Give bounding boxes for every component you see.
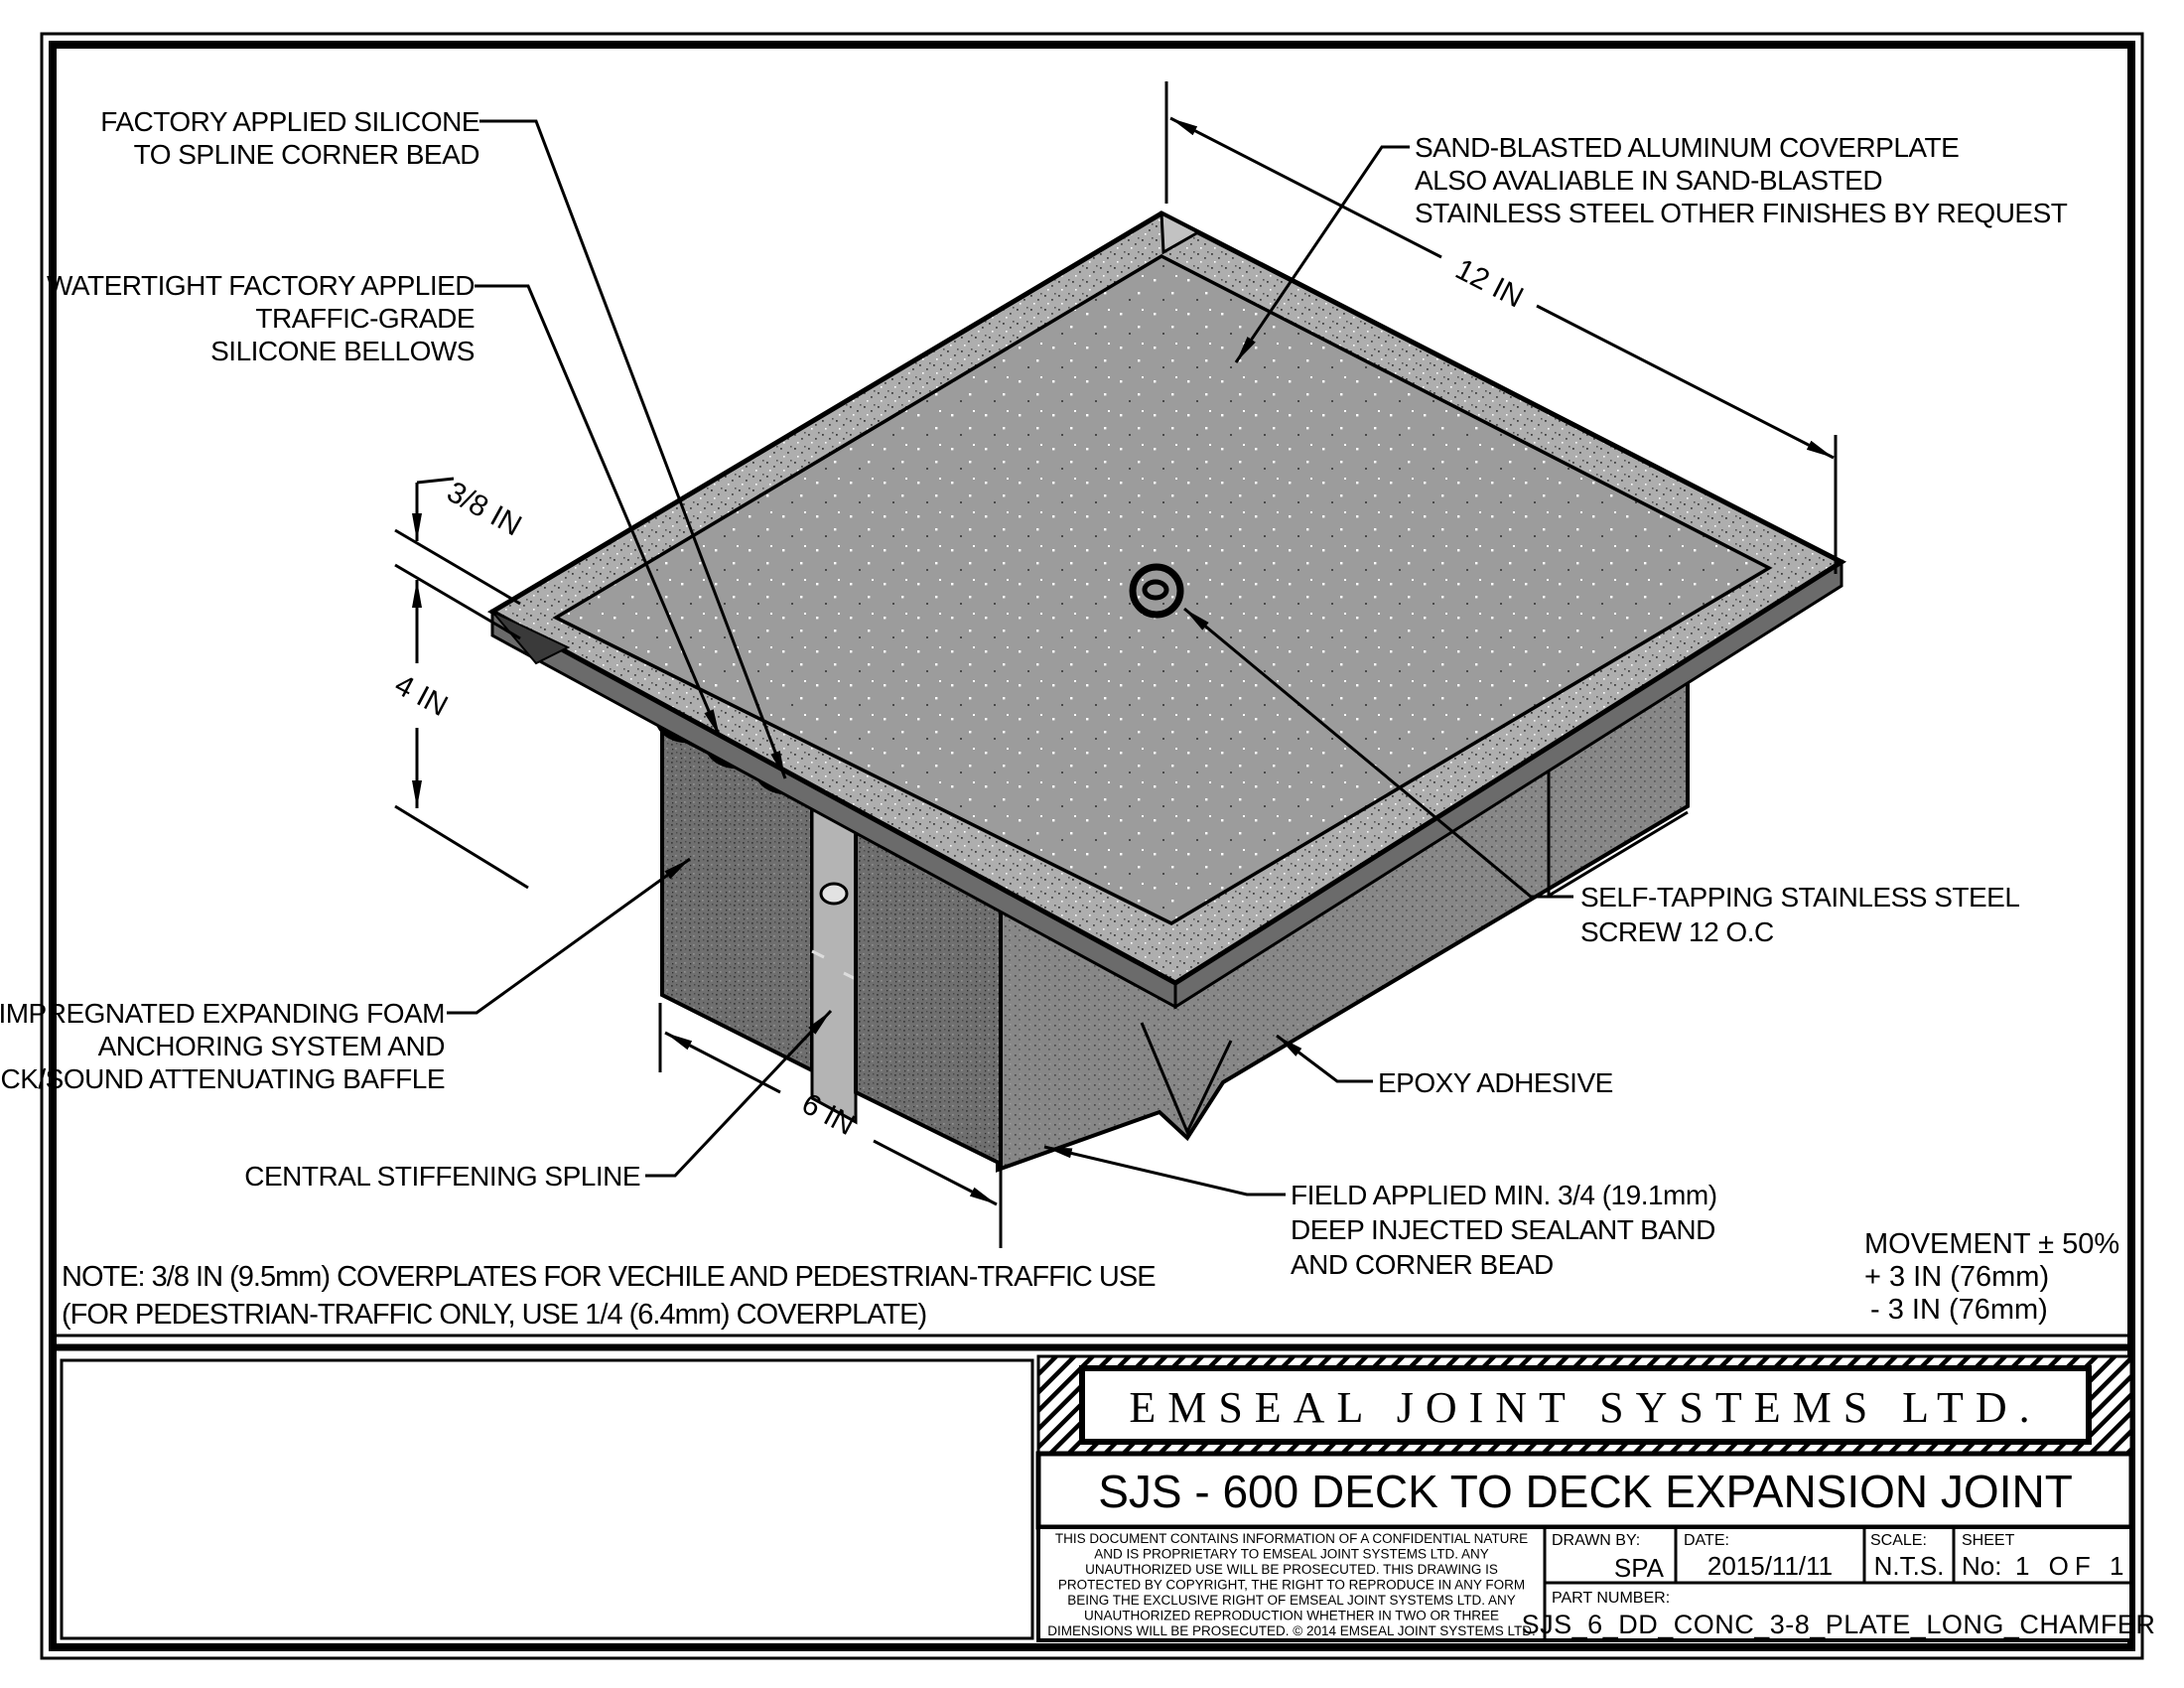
label-bellows: WATERTIGHT FACTORY APPLIED: [47, 270, 475, 301]
leader-bellows: [475, 284, 722, 738]
leader-spline: [645, 1009, 833, 1178]
legal-line: THIS DOCUMENT CONTAINS INFORMATION OF A …: [1055, 1531, 1528, 1546]
sheet-label: SHEET: [1962, 1532, 2015, 1549]
leader-lines: [447, 119, 1573, 1196]
sheet-title: SJS - 600 DECK TO DECK EXPANSION JOINT: [1098, 1466, 2073, 1517]
label-spline: CENTRAL STIFFENING SPLINE: [244, 1161, 640, 1192]
legal-line: UNAUTHORIZED REPRODUCTION WHETHER IN TWO…: [1084, 1609, 1499, 1623]
note-text: (FOR PEDESTRIAN-TRAFFIC ONLY, USE 1/4 (6…: [62, 1299, 926, 1331]
legal-line: BEING THE EXCLUSIVE RIGHT OF EMSEAL JOIN…: [1067, 1593, 1516, 1608]
revision-box: [60, 1358, 1034, 1640]
sheet-title-bar: SJS - 600 DECK TO DECK EXPANSION JOINT: [1035, 1451, 2134, 1530]
label-foam: IMPREGNATED EXPANDING FOAM: [0, 998, 445, 1029]
drawn-by-label: DRAWN BY:: [1552, 1532, 1640, 1549]
bellows-scallops-left: [654, 703, 813, 795]
leader-screw: [1183, 607, 1573, 899]
label-sealant: DEEP INJECTED SEALANT BAND: [1291, 1214, 1715, 1245]
title-block-grid: [1036, 1525, 2133, 1642]
label-factory-silicone: FACTORY APPLIED SILICONE: [100, 106, 479, 137]
sheet-no-value: 1 OF 1: [2015, 1551, 2129, 1581]
date-label: DATE:: [1684, 1532, 1729, 1549]
isometric-view: [486, 211, 1847, 1173]
annotations: FACTORY APPLIED SILICONE TO SPLINE CORNE…: [0, 106, 2119, 1331]
sealant-v-notch: [1140, 1022, 1233, 1136]
label-coverplate: STAINLESS STEEL OTHER FINISHES BY REQUES…: [1415, 198, 2068, 228]
label-coverplate: ALSO AVALIABLE IN SAND-BLASTED: [1415, 165, 1882, 196]
leader-factory-silicone: [479, 119, 787, 779]
dim-label: 3/8 IN: [442, 476, 527, 543]
date-value: 2015/11/11: [1707, 1551, 1833, 1581]
leader-foam: [447, 857, 691, 1015]
dim-label: 4 IN: [389, 668, 453, 723]
label-screw: SELF-TAPPING STAINLESS STEEL: [1580, 882, 2019, 913]
page-border: [40, 32, 2144, 1660]
label-sealant: FIELD APPLIED MIN. 3/4 (19.1mm): [1291, 1180, 1717, 1210]
label-movement: MOVEMENT ± 50%: [1864, 1228, 2119, 1260]
screw-head-icon: [1129, 563, 1184, 619]
coverplate-apex-facet: [1160, 211, 1202, 255]
label-bellows: TRAFFIC-GRADE: [255, 303, 475, 334]
label-movement: + 3 IN (76mm): [1864, 1261, 2049, 1293]
coverplate-tip-beak: [491, 611, 571, 665]
scale-value: N.T.S.: [1874, 1551, 1945, 1581]
legal-line: DIMENSIONS WILL BE PROSECUTED. © 2014 EM…: [1047, 1623, 1536, 1638]
label-factory-silicone: TO SPLINE CORNER BEAD: [134, 139, 479, 170]
label-coverplate: SAND-BLASTED ALUMINUM COVERPLATE: [1415, 132, 1959, 163]
leader-epoxy: [1276, 1034, 1373, 1083]
leader-sealant: [1043, 1145, 1286, 1196]
label-bellows: SILICONE BELLOWS: [210, 336, 475, 366]
part-number-label: PART NUMBER:: [1552, 1590, 1670, 1607]
label-foam: SHOCK/SOUND ATTENUATING BAFFLE: [0, 1063, 445, 1094]
label-epoxy: EPOXY ADHESIVE: [1378, 1067, 1613, 1098]
dim-label: 12 IN: [1450, 253, 1529, 315]
coverplate: [486, 211, 1847, 1010]
note-text: NOTE: 3/8 IN (9.5mm) COVERPLATES FOR VEC…: [62, 1261, 1156, 1293]
company-banner: EMSEAL JOINT SYSTEMS LTD.: [1036, 1354, 2133, 1456]
company-name: EMSEAL JOINT SYSTEMS LTD.: [1129, 1383, 2041, 1432]
part-number-value: SJS_6_DD_CONC_3-8_PLATE_LONG_CHAMFER: [1522, 1610, 2156, 1639]
drawn-by-value: SPA: [1614, 1553, 1665, 1583]
legal-line: AND IS PROPRIETARY TO EMSEAL JOINT SYSTE…: [1094, 1547, 1489, 1562]
label-movement: - 3 IN (76mm): [1870, 1294, 2048, 1326]
legal-text: THIS DOCUMENT CONTAINS INFORMATION OF A …: [1047, 1531, 1536, 1638]
dimensions: 3/8 IN 4 IN 12 IN 6 IN: [389, 81, 1838, 1248]
legal-line: UNAUTHORIZED USE WILL BE PROSECUTED. THI…: [1085, 1562, 1498, 1577]
title-block-fields: DRAWN BY: SPA DATE: 2015/11/11 SCALE: N.…: [1522, 1532, 2156, 1639]
sheet-no-label: No:: [1962, 1551, 2001, 1581]
title-block: EMSEAL JOINT SYSTEMS LTD. SJS - 600 DECK…: [53, 1334, 2156, 1642]
legal-line: PROTECTED BY COPYRIGHT, THE RIGHT TO REP…: [1058, 1578, 1525, 1593]
label-screw: SCREW 12 O.C: [1580, 916, 1774, 947]
screw-recess: [1142, 579, 1169, 601]
label-foam: ANCHORING SYSTEM AND: [98, 1031, 445, 1061]
label-sealant: AND CORNER BEAD: [1291, 1249, 1554, 1280]
scale-label: SCALE:: [1870, 1532, 1927, 1549]
leader-coverplate: [1234, 145, 1410, 363]
spline-hole: [819, 882, 849, 906]
